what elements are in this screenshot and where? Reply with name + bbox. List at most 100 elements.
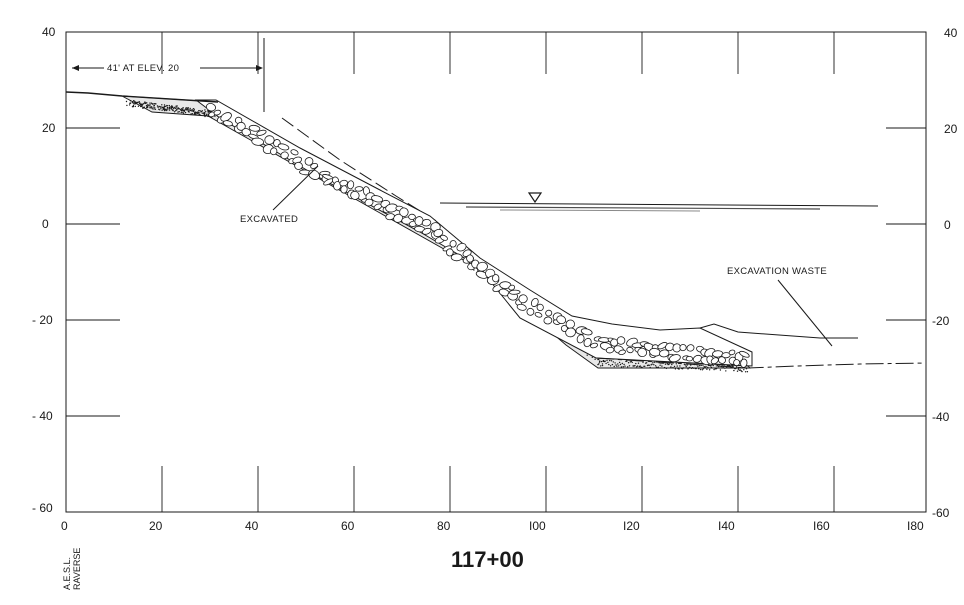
sand-dot	[699, 365, 701, 367]
bottom-tick-180: I80	[907, 519, 924, 533]
right-tick-minus-40: -40	[932, 410, 950, 424]
sand-dot	[609, 365, 612, 367]
station-title: 117+00	[451, 547, 524, 572]
rock-stone	[280, 151, 289, 160]
rock-stone	[364, 198, 374, 207]
grid-stubs	[66, 32, 926, 512]
rock-stone	[580, 328, 593, 336]
rock-stone	[543, 316, 553, 325]
rock-stone	[516, 303, 527, 311]
sand-dot	[133, 103, 135, 105]
sand-dot	[733, 369, 735, 372]
sand-dot	[663, 366, 666, 369]
sand-dot	[739, 369, 741, 371]
sand-dot	[648, 364, 650, 366]
rock-stone	[205, 103, 217, 112]
sand-dot	[134, 105, 136, 108]
sand-dot	[692, 367, 695, 369]
sand-dot	[735, 367, 737, 370]
left-tick-0: 0	[42, 217, 49, 231]
sand-dot	[724, 367, 726, 369]
sand-dot	[169, 107, 171, 110]
rock-stone	[354, 186, 364, 192]
right-tick-20: 20	[944, 122, 958, 136]
sand-dot	[201, 110, 203, 113]
sand-dot	[652, 362, 654, 364]
rock-stone	[220, 112, 232, 122]
rock-stone	[565, 327, 576, 338]
sand-dot	[184, 109, 186, 111]
sand-dot	[707, 366, 709, 369]
sand-dot	[641, 366, 643, 369]
sand-dot	[151, 108, 154, 110]
rock-stone	[440, 234, 448, 241]
sand-dot	[171, 106, 173, 109]
sand-dot	[163, 109, 166, 112]
rock-stone	[421, 227, 432, 235]
left-tick-minus-40: - 40	[32, 409, 53, 423]
sand-dot	[144, 101, 146, 103]
sand-dot	[653, 364, 655, 366]
right-tick-minus-20: -20	[932, 314, 950, 328]
bottom-tick-100: I00	[529, 519, 546, 533]
sand-dot	[623, 363, 625, 366]
sand-dot	[204, 109, 206, 111]
sand-dot	[140, 105, 142, 108]
rock-stone	[340, 185, 348, 194]
sand-dot	[666, 363, 668, 365]
sand-dot	[191, 109, 193, 111]
sand-dot	[473, 269, 475, 271]
rock-stone	[739, 350, 750, 358]
sand-dot	[207, 115, 209, 118]
rock-stone	[545, 309, 553, 317]
sand-dot	[634, 365, 636, 367]
sand-dot	[132, 105, 135, 108]
sand-dot	[168, 109, 171, 111]
sand-dot	[616, 365, 618, 367]
sand-dot	[180, 111, 182, 114]
sand-dot	[627, 362, 630, 364]
sand-dot	[654, 361, 656, 363]
rock-stone	[589, 342, 599, 349]
rock-stone	[350, 190, 360, 200]
rock-stone	[408, 213, 416, 221]
rock-stone	[659, 349, 670, 358]
rock-stone	[679, 344, 687, 352]
sand-dot	[619, 363, 622, 366]
sand-dot	[198, 110, 200, 112]
sand-dot	[713, 368, 715, 371]
sand-dot	[149, 104, 151, 106]
sand-dot	[205, 111, 207, 113]
excavation-base-line	[595, 357, 927, 369]
sand-dot	[594, 358, 596, 360]
sand-dot	[137, 101, 139, 104]
sand-dot	[601, 363, 604, 365]
rock-stone	[692, 354, 703, 363]
sand-dot	[199, 110, 201, 112]
drawing-frame	[65, 31, 927, 513]
sand-dot	[161, 104, 163, 106]
sand-dot	[196, 112, 198, 115]
sand-dot	[150, 107, 152, 109]
sand-dot	[664, 363, 667, 365]
sand-dot	[744, 371, 747, 373]
sand-dot	[204, 115, 206, 118]
sand-dot	[204, 112, 206, 114]
sand-dot	[703, 366, 705, 368]
sand-dot	[133, 100, 136, 103]
rock-stone	[718, 356, 726, 364]
sand-dot	[699, 368, 702, 371]
sand-dot	[126, 104, 128, 107]
elev-note: 41' AT ELEV. 20	[107, 63, 179, 74]
sand-dot	[176, 108, 178, 110]
sand-dot	[610, 360, 613, 362]
sand-dot	[149, 102, 151, 104]
rock-stone	[616, 336, 626, 345]
sand-dot	[676, 365, 678, 367]
sand-dot	[152, 106, 154, 109]
rock-stone	[536, 303, 544, 311]
sand-dot	[706, 368, 708, 370]
sand-dot	[657, 366, 659, 368]
sand-dot	[626, 360, 628, 362]
